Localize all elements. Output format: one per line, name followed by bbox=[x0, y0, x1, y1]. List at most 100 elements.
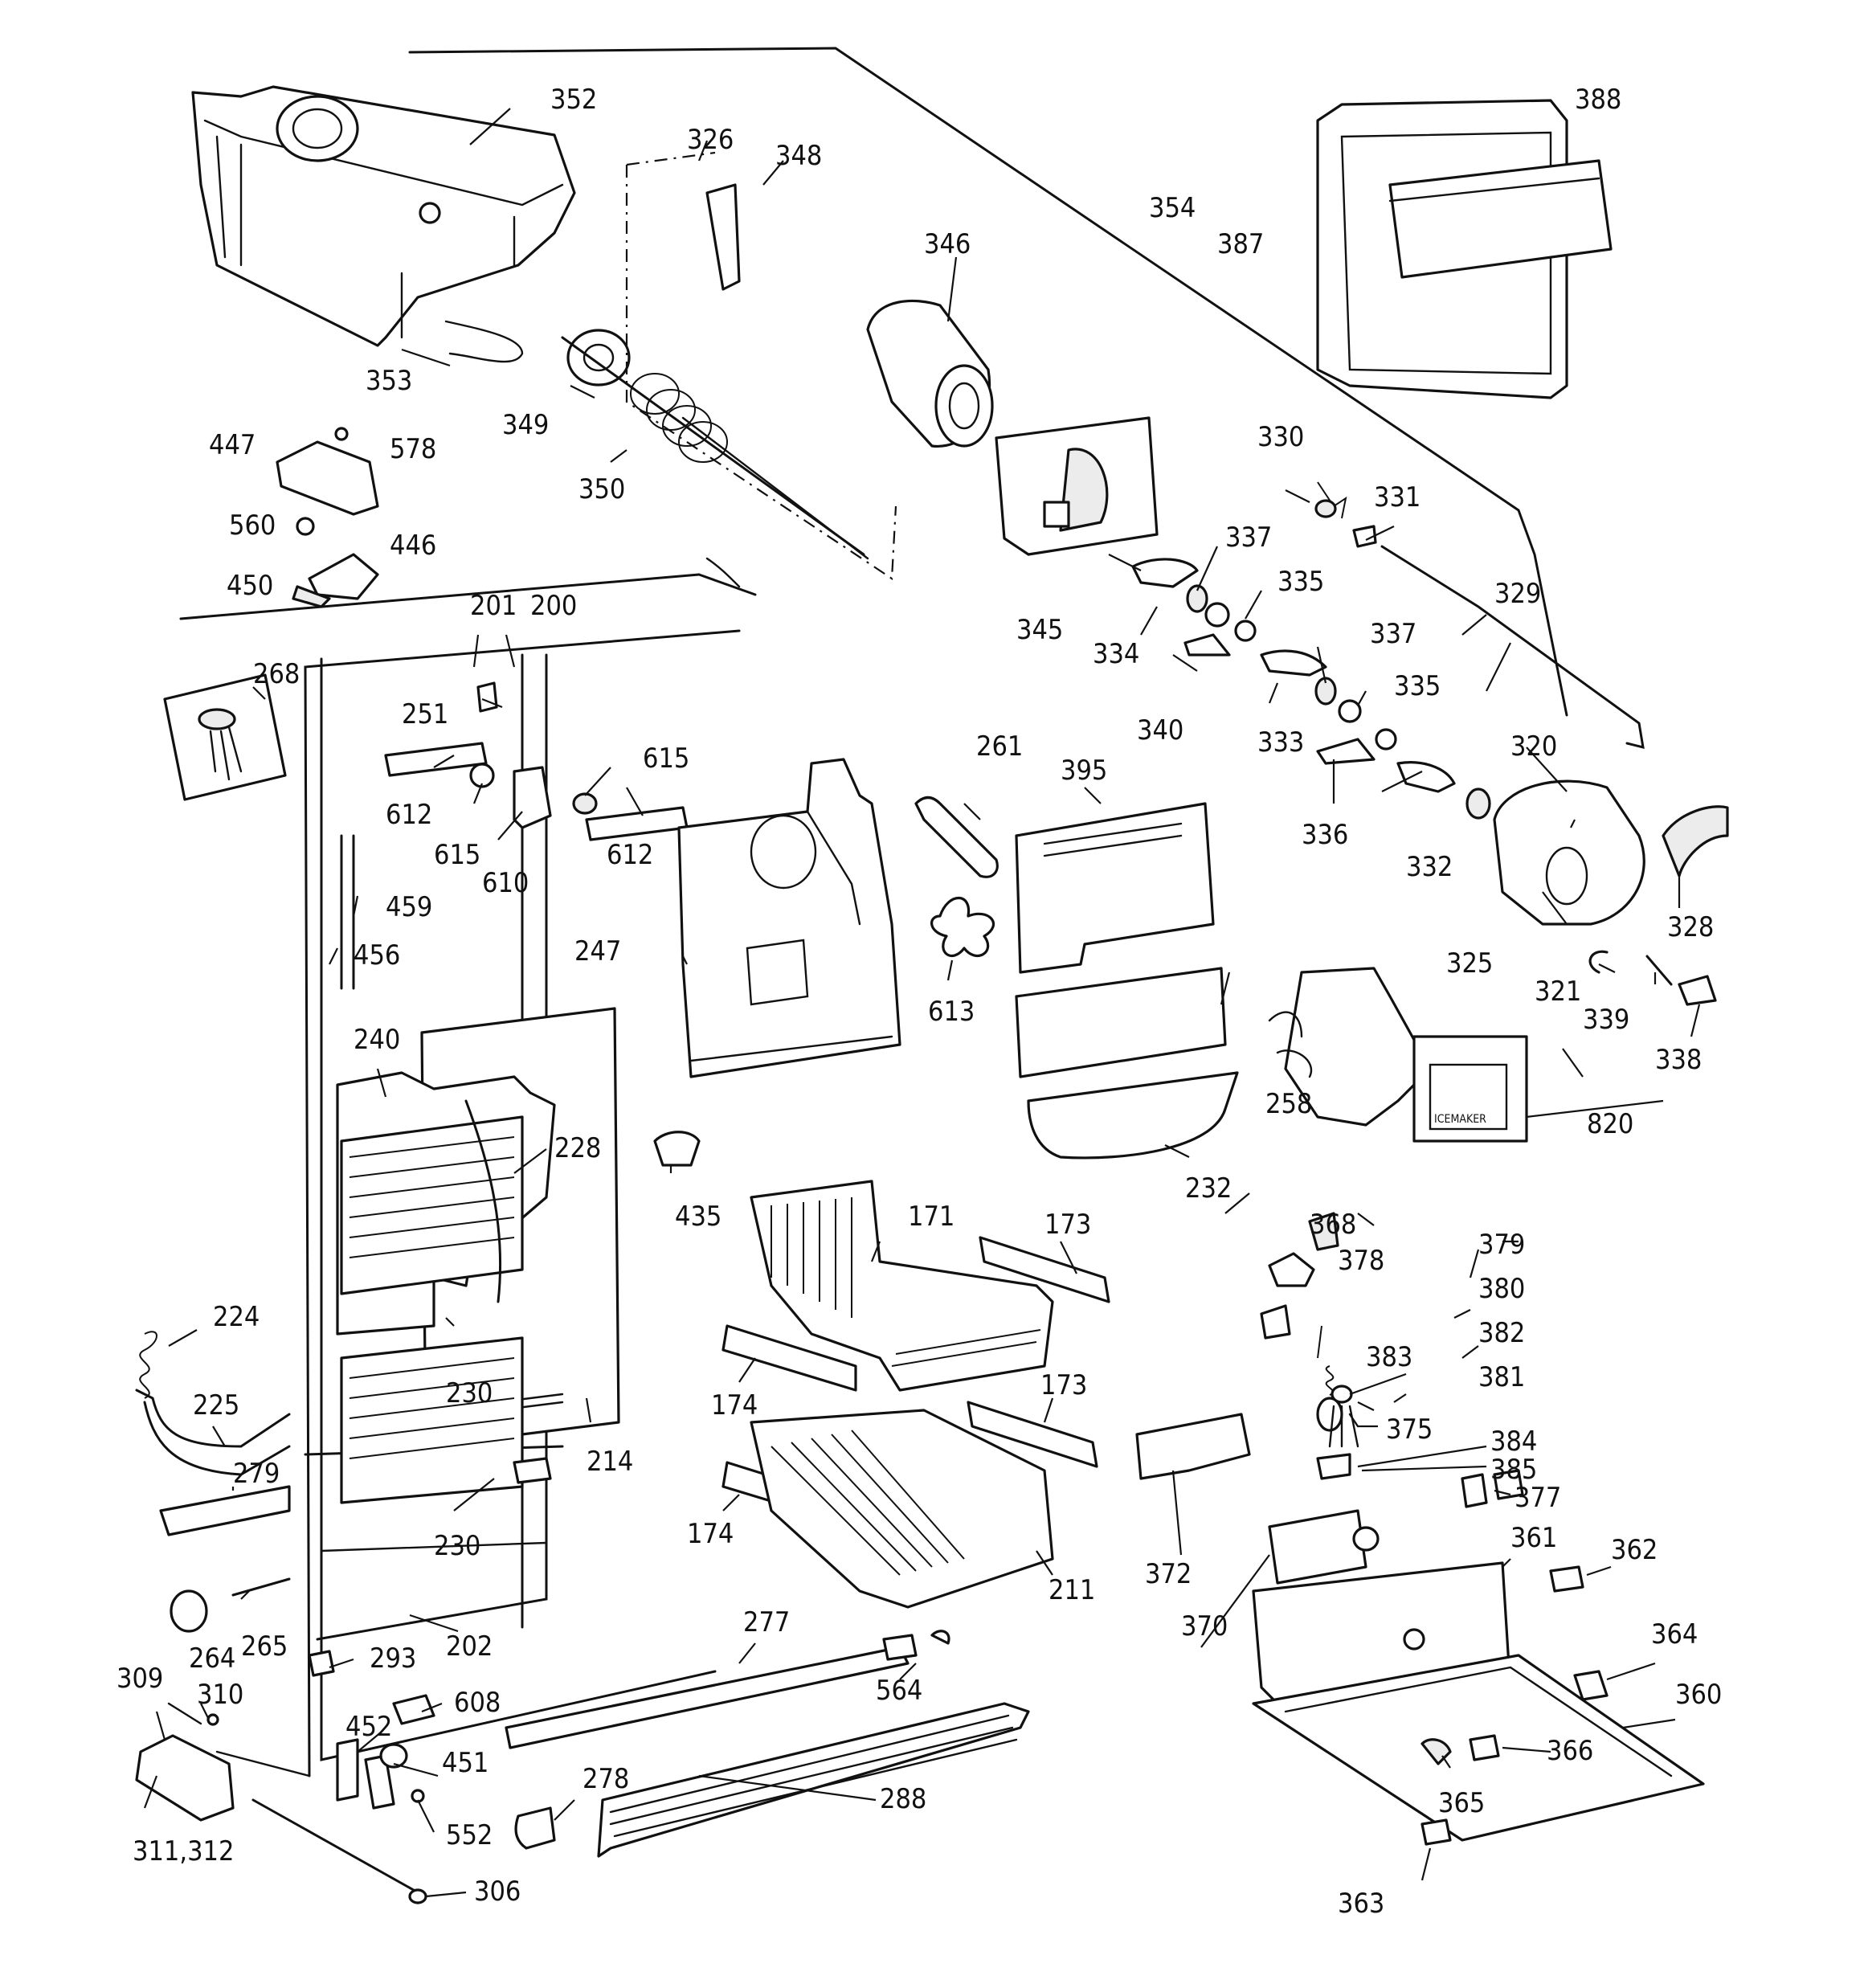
label-456: 456 bbox=[354, 939, 400, 972]
label-365: 365 bbox=[1438, 1787, 1485, 1819]
label-174b: 174 bbox=[687, 1518, 734, 1550]
label-372: 372 bbox=[1145, 1558, 1192, 1590]
label-380: 380 bbox=[1478, 1273, 1525, 1305]
label-173b: 173 bbox=[1040, 1369, 1087, 1401]
label-336: 336 bbox=[1302, 819, 1348, 851]
part-labels: 352 353 349 350 326 348 346 354 388 387 … bbox=[117, 84, 1722, 1920]
label-363: 363 bbox=[1338, 1888, 1384, 1920]
lower-hinge bbox=[135, 1650, 427, 1904]
label-383: 383 bbox=[1366, 1341, 1412, 1373]
label-258: 258 bbox=[1265, 1088, 1312, 1120]
auger-housing bbox=[419, 151, 994, 580]
label-326: 326 bbox=[687, 124, 734, 156]
label-368: 368 bbox=[1310, 1209, 1356, 1241]
label-293: 293 bbox=[370, 1642, 416, 1675]
label-339: 339 bbox=[1583, 1004, 1629, 1036]
hinge-parts-top bbox=[276, 427, 379, 608]
label-200: 200 bbox=[530, 590, 577, 622]
label-353: 353 bbox=[366, 365, 412, 397]
label-277: 277 bbox=[743, 1606, 790, 1638]
fan-shroud bbox=[677, 758, 901, 1078]
label-337b: 337 bbox=[1370, 618, 1416, 650]
label-288: 288 bbox=[880, 1783, 926, 1815]
label-201: 201 bbox=[470, 590, 517, 622]
label-447: 447 bbox=[209, 429, 255, 461]
label-333: 333 bbox=[1257, 726, 1304, 759]
label-340: 340 bbox=[1137, 714, 1183, 747]
leader-lines bbox=[143, 108, 1701, 1898]
icemaker-assembly: ICEMAKER bbox=[1268, 967, 1528, 1143]
label-332: 332 bbox=[1406, 851, 1453, 883]
lower-basket bbox=[750, 1409, 1054, 1609]
label-388: 388 bbox=[1575, 84, 1621, 116]
label-387: 387 bbox=[1217, 228, 1264, 260]
auger-motor-bracket bbox=[995, 416, 1159, 556]
label-615b: 615 bbox=[643, 742, 689, 775]
label-171: 171 bbox=[908, 1201, 954, 1233]
label-552: 552 bbox=[446, 1819, 493, 1851]
label-382: 382 bbox=[1478, 1317, 1525, 1349]
damper bbox=[653, 1131, 701, 1167]
label-337a: 337 bbox=[1225, 522, 1272, 554]
icemaker-motor-housing bbox=[1493, 779, 1729, 1006]
label-578: 578 bbox=[390, 433, 436, 465]
upper-basket bbox=[750, 1180, 1054, 1392]
label-230b: 230 bbox=[434, 1530, 480, 1562]
label-325: 325 bbox=[1446, 947, 1493, 980]
label-354: 354 bbox=[1149, 192, 1196, 224]
label-240: 240 bbox=[354, 1024, 400, 1056]
label-361: 361 bbox=[1510, 1522, 1557, 1554]
ice-dispenser-door bbox=[1316, 99, 1613, 399]
label-370: 370 bbox=[1181, 1610, 1228, 1642]
water-tube-parts bbox=[135, 1331, 291, 1633]
label-384: 384 bbox=[1490, 1426, 1537, 1458]
label-379: 379 bbox=[1478, 1229, 1525, 1261]
label-174a: 174 bbox=[711, 1389, 758, 1421]
label-309: 309 bbox=[117, 1663, 163, 1695]
label-214: 214 bbox=[587, 1446, 633, 1478]
dispenser-tray-assembly bbox=[1252, 1561, 1705, 1846]
label-264: 264 bbox=[189, 1642, 235, 1675]
label-278: 278 bbox=[582, 1763, 629, 1795]
label-173a: 173 bbox=[1044, 1209, 1091, 1241]
label-202: 202 bbox=[446, 1630, 493, 1663]
label-610: 610 bbox=[482, 867, 529, 899]
label-612a: 612 bbox=[386, 799, 432, 831]
label-338: 338 bbox=[1655, 1044, 1702, 1076]
label-230a: 230 bbox=[446, 1377, 493, 1409]
label-349: 349 bbox=[502, 409, 549, 441]
label-564: 564 bbox=[876, 1675, 922, 1707]
label-321: 321 bbox=[1535, 976, 1581, 1008]
label-225: 225 bbox=[193, 1389, 239, 1421]
label-261: 261 bbox=[976, 730, 1023, 763]
label-306: 306 bbox=[474, 1876, 521, 1908]
toe-grille bbox=[505, 1630, 1030, 1858]
label-364: 364 bbox=[1651, 1618, 1698, 1651]
label-331: 331 bbox=[1374, 481, 1420, 513]
label-224: 224 bbox=[213, 1301, 260, 1333]
evaporator-fan bbox=[914, 796, 999, 958]
label-211: 211 bbox=[1048, 1574, 1095, 1606]
label-311-312: 311,312 bbox=[133, 1835, 234, 1867]
label-350: 350 bbox=[578, 473, 625, 505]
label-251: 251 bbox=[402, 698, 448, 730]
label-247: 247 bbox=[574, 935, 621, 967]
label-335b: 335 bbox=[1394, 670, 1441, 702]
label-375: 375 bbox=[1386, 1413, 1433, 1446]
ice-bucket bbox=[191, 85, 576, 363]
label-385: 385 bbox=[1490, 1454, 1537, 1486]
label-330: 330 bbox=[1257, 421, 1304, 453]
label-345: 345 bbox=[1016, 614, 1063, 646]
label-452: 452 bbox=[345, 1711, 392, 1743]
label-335a: 335 bbox=[1277, 566, 1324, 598]
dispenser-components bbox=[1135, 1212, 1524, 1508]
label-560: 560 bbox=[229, 509, 276, 542]
label-268: 268 bbox=[253, 658, 300, 690]
label-334: 334 bbox=[1093, 638, 1139, 670]
label-320: 320 bbox=[1510, 730, 1557, 763]
label-352: 352 bbox=[550, 84, 597, 116]
label-346: 346 bbox=[924, 228, 971, 260]
auger-assembly bbox=[561, 329, 869, 560]
label-279: 279 bbox=[233, 1458, 280, 1490]
